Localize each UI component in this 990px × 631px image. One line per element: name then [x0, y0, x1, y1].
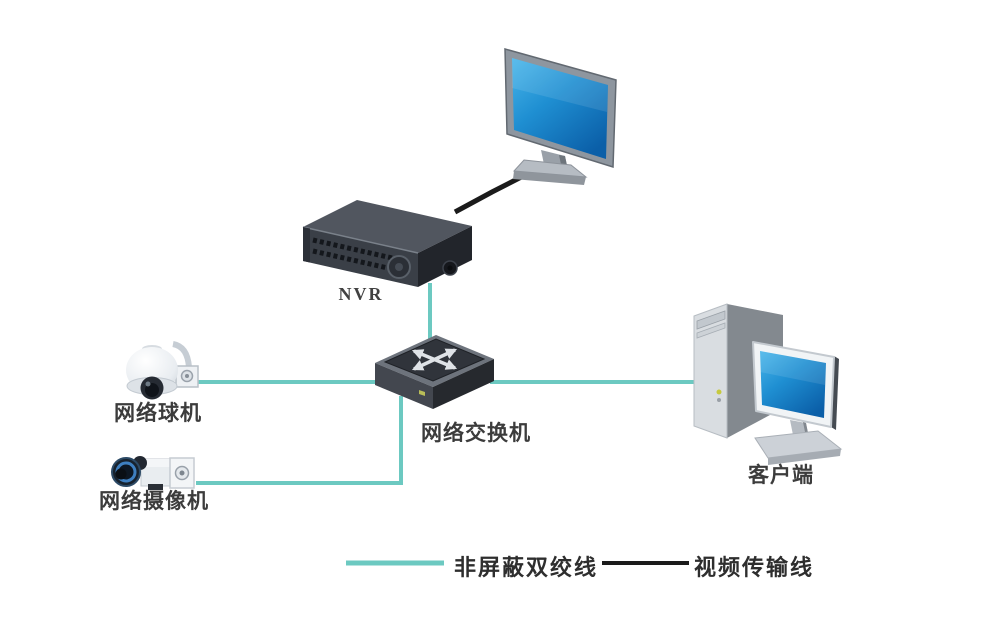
- pc-tower-front: [693, 303, 728, 439]
- client-pc-device: [693, 303, 843, 465]
- switch-arrows-icon: [411, 348, 458, 371]
- nvr-device: [302, 200, 472, 287]
- box-camera-label: 网络摄像机: [99, 490, 209, 513]
- legend-video-line: [602, 561, 689, 565]
- switch-label: 网络交换机: [421, 422, 531, 445]
- dome-camera-device: [126, 341, 199, 400]
- cable-box-camera-to-switch: [196, 396, 403, 485]
- dome-camera-label: 网络球机: [114, 402, 202, 425]
- legend-video-label: 视频传输线: [694, 555, 815, 580]
- legend-utp-label: 非屏蔽双绞线: [454, 555, 599, 580]
- network-switch-device: [375, 335, 494, 409]
- box-camera-device: [111, 456, 195, 490]
- display-monitor: [504, 48, 617, 185]
- client-label: 客户端: [748, 464, 814, 487]
- nvr-label: NVR: [338, 284, 384, 304]
- legend-utp-line: [346, 560, 444, 566]
